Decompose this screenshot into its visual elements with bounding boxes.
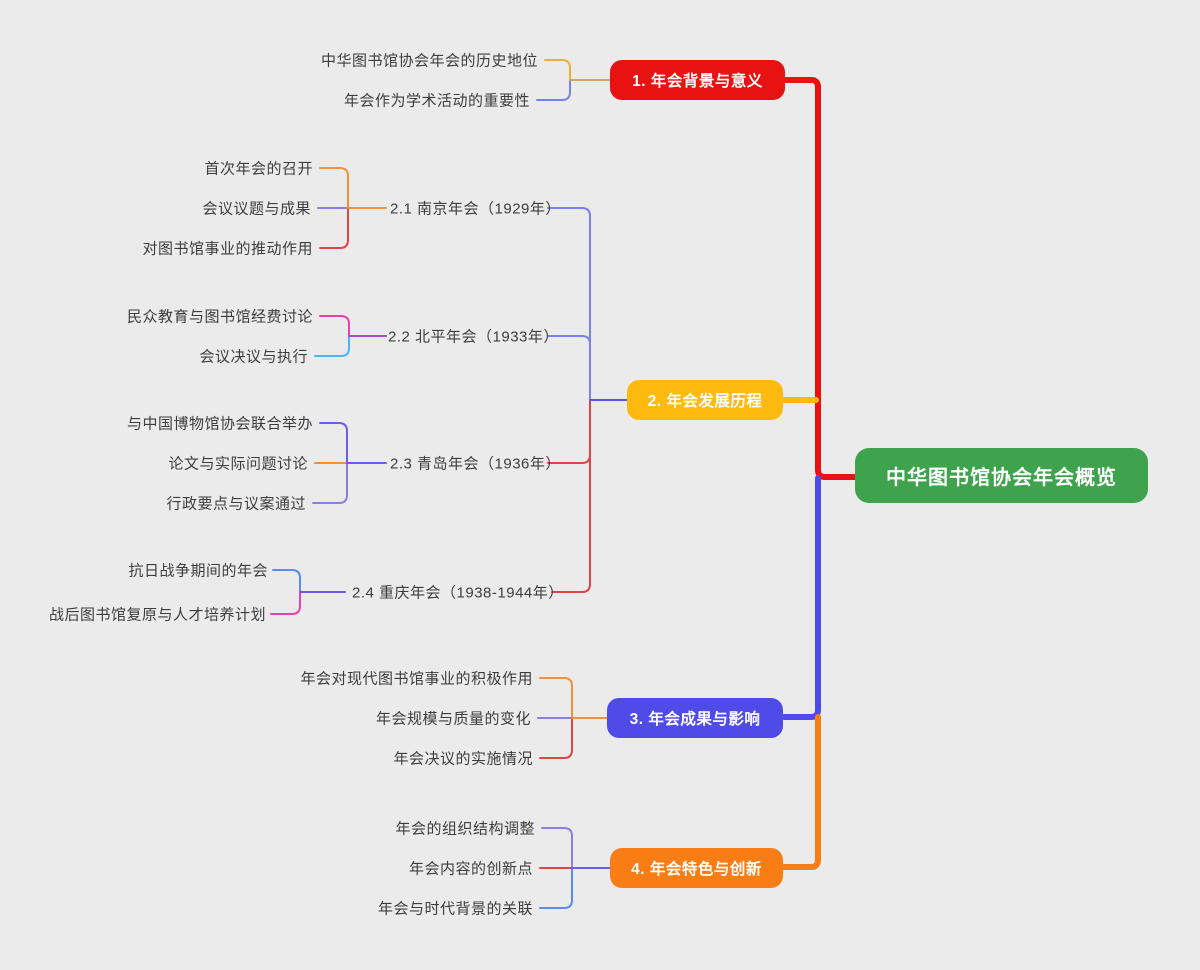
leaf-node[interactable]: 年会决议的实施情况 — [393, 750, 533, 768]
edge-22-leaf2 — [314, 335, 350, 357]
edge-21-leaf3 — [319, 207, 349, 249]
root-node[interactable]: 中华图书馆协会年会概览 — [855, 448, 1148, 503]
leaf-node[interactable]: 年会内容的创新点 — [408, 860, 533, 878]
leaf-node[interactable]: 会议决议与执行 — [199, 348, 308, 366]
leaf-node[interactable]: 论文与实际问题讨论 — [168, 455, 308, 473]
leaf-node[interactable]: 民众教育与图书馆经费讨论 — [126, 308, 313, 326]
leaf-node[interactable]: 行政要点与议案通过 — [166, 495, 306, 513]
leaf-node[interactable]: 对图书馆事业的推动作用 — [142, 240, 313, 258]
edge-b3-leaf3 — [539, 717, 573, 759]
branch-node-3[interactable]: 3. 年会成果与影响 — [607, 698, 783, 738]
leaf-node[interactable]: 首次年会的召开 — [204, 160, 313, 178]
edge-21-to-b2 — [547, 207, 591, 401]
leaf-node[interactable]: 年会作为学术活动的重要性 — [343, 92, 530, 110]
edge-b3-leaf1 — [539, 677, 573, 719]
edge-b1-leaf2 — [536, 79, 571, 101]
leaf-node[interactable]: 与中国博物馆协会联合举办 — [126, 415, 313, 433]
edge-b4-leaf3 — [539, 867, 573, 909]
edge-22-leaf1 — [319, 315, 350, 337]
leaf-node[interactable]: 年会与时代背景的关联 — [377, 900, 533, 918]
branch-node-2[interactable]: 2. 年会发展历程 — [627, 380, 783, 420]
leaf-node[interactable]: 抗日战争期间的年会 — [128, 562, 268, 580]
leaf-node[interactable]: 年会的组织结构调整 — [395, 820, 535, 838]
edge-21-leaf1 — [319, 167, 349, 209]
trunk-branch3 — [781, 475, 821, 720]
subbranch-node-2-3[interactable]: 2.3 青岛年会（1936年） — [390, 455, 561, 473]
edge-23-leaf1 — [319, 422, 348, 464]
trunk-branch1 — [782, 77, 858, 480]
leaf-node[interactable]: 中华图书馆协会年会的历史地位 — [320, 52, 538, 70]
leaf-node[interactable]: 年会对现代图书馆事业的积极作用 — [300, 670, 533, 688]
branch-node-1[interactable]: 1. 年会背景与意义 — [610, 60, 785, 100]
edge-22-to-b2 — [547, 335, 591, 401]
subbranch-node-2-4[interactable]: 2.4 重庆年会（1938-1944年） — [352, 584, 564, 602]
subbranch-node-2-1[interactable]: 2.1 南京年会（1929年） — [390, 200, 561, 218]
edge-b1-leaf1 — [544, 59, 571, 81]
leaf-node[interactable]: 年会规模与质量的变化 — [375, 710, 531, 728]
branch-node-4[interactable]: 4. 年会特色与创新 — [610, 848, 783, 888]
edge-24-leaf2 — [270, 591, 301, 615]
trunk-branch4 — [781, 714, 821, 870]
edge-24-to-b2 — [551, 399, 591, 593]
edge-b4-leaf1 — [541, 827, 573, 869]
edge-24-leaf1 — [272, 569, 301, 593]
leaf-node[interactable]: 战后图书馆复原与人才培养计划 — [48, 606, 266, 624]
leaf-node[interactable]: 会议议题与成果 — [202, 200, 311, 218]
edge-23-leaf3 — [312, 462, 348, 504]
subbranch-node-2-2[interactable]: 2.2 北平年会（1933年） — [388, 328, 559, 346]
